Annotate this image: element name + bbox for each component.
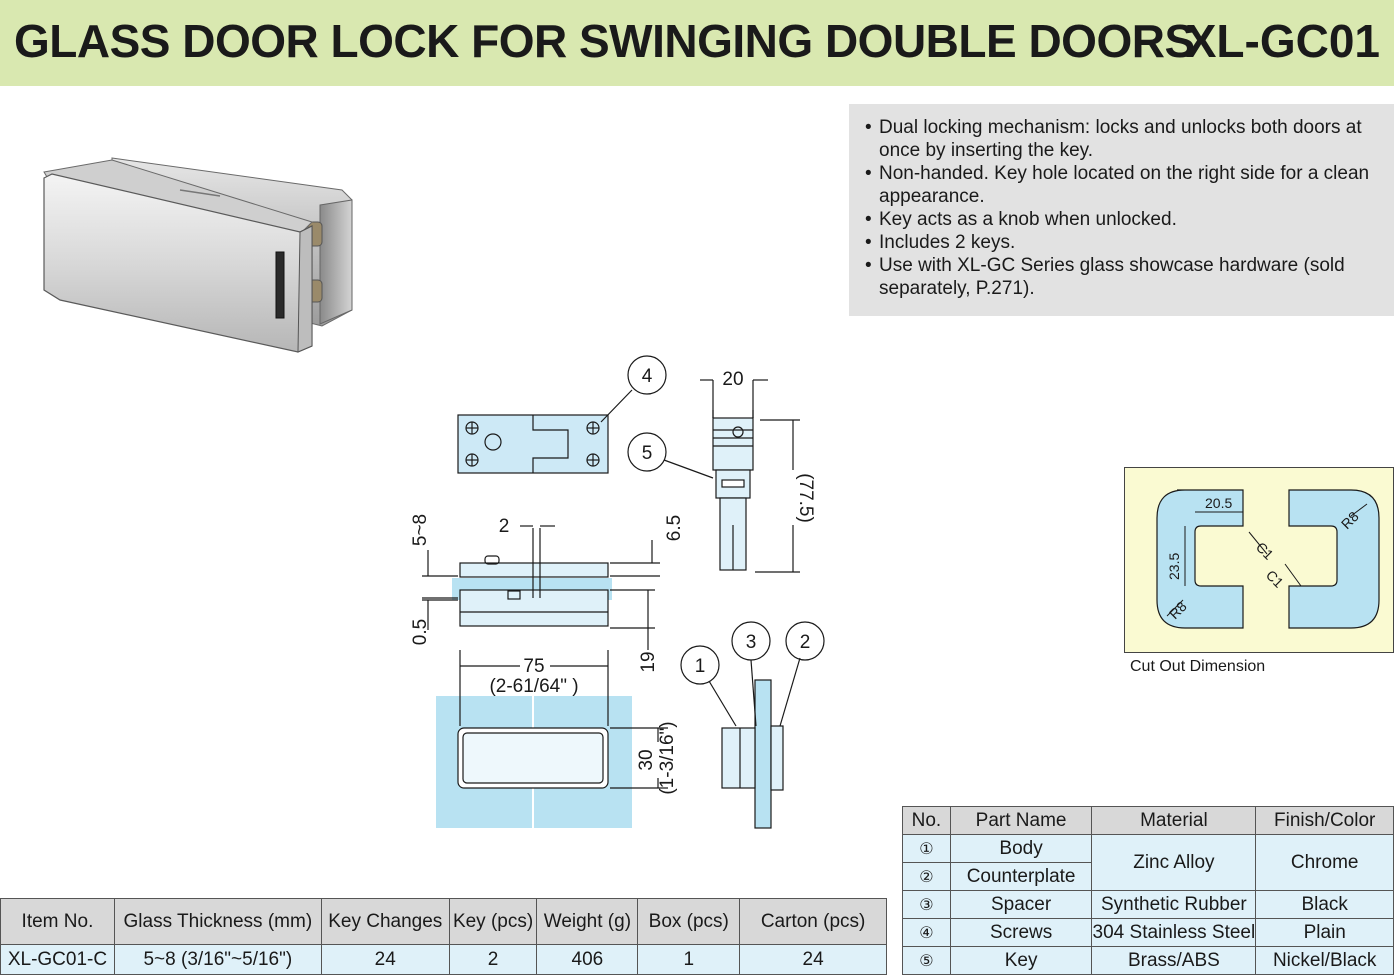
part-material: Synthetic Rubber [1091, 890, 1257, 919]
table-row: ② Counterplate [902, 862, 1394, 891]
spec-header: Key (pcs) [448, 898, 538, 945]
feature-item: Use with XL-GC Series glass showcase har… [865, 254, 1384, 300]
callout-4: 4 [642, 366, 653, 387]
dim-height-inch: (1-3/16") [657, 721, 678, 794]
part-finish: Nickel/Black [1255, 946, 1394, 975]
part-name: Spacer [949, 890, 1093, 919]
technical-drawing: 4 5 1 3 2 20 (77.5) 5~8 2 6.5 0.5 19 75 … [400, 350, 850, 840]
spec-header: Key Changes [320, 898, 450, 945]
parts-header-row: No. Part Name Material Finish/Color [902, 806, 1394, 835]
cutout-dim-height: 23.5 [1166, 553, 1182, 580]
cutout-dim-width: 20.5 [1205, 495, 1232, 511]
product-image [30, 130, 370, 360]
spec-header: Item No. [0, 898, 115, 945]
part-number: ③ [902, 890, 951, 919]
parts-header: No. [902, 806, 951, 835]
dim-length: 75 [523, 656, 544, 677]
dim-key-length: (77.5) [795, 473, 816, 523]
dim-height: 30 [636, 749, 657, 770]
part-number: ② [902, 862, 951, 891]
spec-cell: 406 [536, 944, 639, 975]
parts-header: Material [1091, 806, 1257, 835]
spec-cell: 2 [448, 944, 538, 975]
spec-cell: 24 [739, 944, 887, 975]
feature-list: Dual locking mechanism: locks and unlock… [849, 104, 1394, 316]
feature-item: Dual locking mechanism: locks and unlock… [865, 116, 1384, 162]
parts-header: Finish/Color [1255, 806, 1394, 835]
part-material: 304 Stainless Steel [1091, 918, 1257, 947]
page-header: GLASS DOOR LOCK FOR SWINGING DOUBLE DOOR… [0, 0, 1394, 86]
spec-header: Carton (pcs) [739, 898, 887, 945]
part-name: Counterplate [949, 862, 1093, 891]
part-name: Screws [949, 918, 1093, 947]
part-number: ④ [902, 918, 951, 947]
spec-cell: XL-GC01-C [0, 944, 115, 975]
table-row: ③ Spacer Synthetic Rubber Black [902, 890, 1394, 919]
part-finish: Black [1255, 890, 1394, 919]
part-name: Body [949, 834, 1093, 863]
cutout-diagram: 20.5 23.5 C1 C1 R8 R8 [1124, 467, 1394, 653]
spec-cell: 5~8 (3/16"~5/16") [113, 944, 322, 975]
spec-table: Item No. Glass Thickness (mm) Key Change… [0, 898, 887, 975]
spec-header: Glass Thickness (mm) [113, 898, 322, 945]
feature-item: Non-handed. Key hole located on the righ… [865, 162, 1384, 208]
spec-header-row: Item No. Glass Thickness (mm) Key Change… [0, 898, 887, 945]
dim-gap: 2 [499, 516, 510, 537]
spec-cell: 1 [637, 944, 741, 975]
part-material: Zinc Alloy [1091, 834, 1257, 891]
dim-depth: 19 [638, 651, 659, 672]
cutout-chamfer-a: C1 [1253, 539, 1277, 563]
part-name: Key [949, 946, 1093, 975]
callout-2: 2 [800, 632, 811, 653]
callout-3: 3 [746, 632, 757, 653]
parts-table: No. Part Name Material Finish/Color ① Bo… [902, 806, 1394, 975]
part-number: ① [902, 834, 951, 863]
page-title: GLASS DOOR LOCK FOR SWINGING DOUBLE DOOR… [14, 15, 1195, 67]
table-row: ④ Screws 304 Stainless Steel Plain [902, 918, 1394, 947]
cutout-caption: Cut Out Dimension [1130, 658, 1266, 675]
feature-item: Includes 2 keys. [865, 231, 1384, 254]
part-finish: Plain [1255, 918, 1394, 947]
table-row: XL-GC01-C 5~8 (3/16"~5/16") 24 2 406 1 2… [0, 944, 887, 975]
dim-length-inch: (2-61/64" ) [489, 676, 578, 697]
cutout-chamfer-b: C1 [1263, 567, 1287, 591]
dim-key-width: 20 [722, 369, 743, 390]
spec-header: Box (pcs) [637, 898, 741, 945]
spec-cell: 24 [320, 944, 450, 975]
feature-item: Key acts as a knob when unlocked. [865, 208, 1384, 231]
part-number: ⑤ [902, 946, 951, 975]
table-row: ⑤ Key Brass/ABS Nickel/Black [902, 946, 1394, 975]
callout-1: 1 [695, 656, 706, 677]
table-row: ① Body Zinc Alloy Chrome [902, 834, 1394, 891]
model-number: XL-GC01 [1185, 15, 1380, 67]
parts-header: Part Name [949, 806, 1093, 835]
part-finish: Chrome [1255, 834, 1394, 891]
spec-header: Weight (g) [536, 898, 639, 945]
dim-top: 6.5 [664, 515, 685, 541]
callout-5: 5 [642, 443, 653, 464]
dim-glass-thickness: 5~8 [410, 514, 431, 546]
part-material: Brass/ABS [1091, 946, 1257, 975]
dim-spacer: 0.5 [410, 619, 431, 645]
